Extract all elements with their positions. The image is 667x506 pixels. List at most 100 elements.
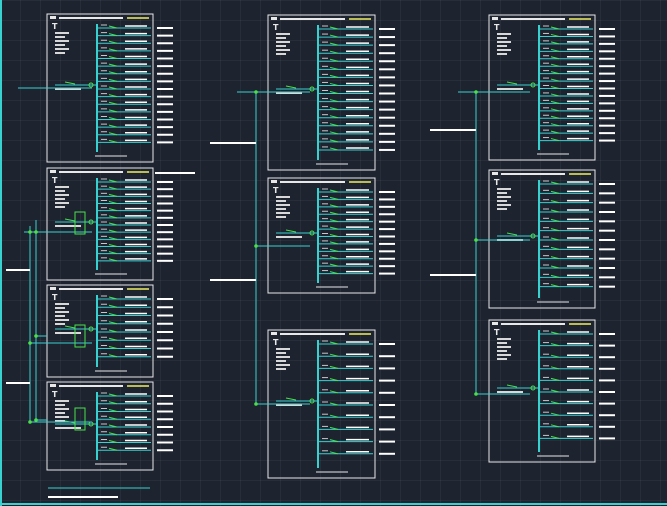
- panel-info-text: [276, 49, 290, 51]
- distribution-panel: T: [488, 14, 615, 161]
- feeder-breaker: [108, 56, 118, 59]
- feeder-breaker: [329, 211, 339, 215]
- main-breaker-contact: [88, 219, 94, 225]
- feeder-breaker: [329, 131, 339, 135]
- panel-info-text: [55, 44, 65, 46]
- panel-info-text: [497, 192, 507, 194]
- feeder-breaker: [108, 251, 118, 255]
- feeder-breaker: [550, 123, 560, 127]
- feeder-breaker: [329, 414, 339, 418]
- viewport-frame-bottom: [0, 503, 667, 505]
- feeder-breaker: [108, 440, 118, 443]
- feeder-breaker: [550, 86, 560, 89]
- panel-info-text: [497, 41, 511, 43]
- feeder-breaker: [329, 26, 339, 30]
- panel-info-text: [276, 37, 286, 39]
- feeder-breaker: [108, 94, 118, 98]
- feeder-breaker: [108, 117, 118, 120]
- feeder-breaker: [550, 424, 560, 428]
- feeder-breaker: [108, 416, 118, 420]
- switchgear-block: [74, 324, 86, 348]
- junction-node: [474, 90, 478, 94]
- panel-info-text: [55, 400, 69, 402]
- panel-header-mark: [271, 180, 277, 183]
- feeder-breaker: [550, 412, 560, 416]
- feeder-breaker: [108, 101, 118, 105]
- panel-info-text: [276, 45, 286, 47]
- feeder-breaker: [108, 186, 118, 190]
- panel-info-text: [55, 186, 69, 188]
- panel-info-text: [497, 350, 507, 352]
- feeder-breaker: [550, 63, 560, 67]
- feeder-breaker: [329, 115, 339, 119]
- panel-info-text: [55, 48, 69, 50]
- feeder-breaker: [329, 365, 339, 369]
- junction-node: [474, 392, 478, 396]
- panel-info-text: [497, 33, 511, 35]
- feeder-breaker: [108, 179, 118, 183]
- distribution-panel: T: [488, 169, 615, 309]
- main-breaker-contact: [530, 233, 536, 239]
- panel-info-text: [55, 36, 65, 38]
- main-breaker-contact: [309, 86, 315, 92]
- feeder-breaker: [329, 196, 339, 200]
- feeder-breaker: [108, 401, 118, 405]
- junction-node: [28, 341, 32, 345]
- feeder-breaker: [550, 71, 560, 75]
- feeder-breaker: [329, 219, 339, 223]
- feeder-breaker: [550, 401, 560, 405]
- feeder-breaker: [108, 296, 118, 300]
- feeder-breaker: [329, 378, 339, 382]
- feeder-breaker: [329, 271, 339, 275]
- panel-info-text: [55, 32, 69, 34]
- main-breaker: [64, 325, 76, 329]
- junction-node: [28, 420, 32, 424]
- distribution-panel: T: [46, 13, 173, 163]
- panel-border: [488, 169, 596, 309]
- feeder-breaker: [108, 229, 118, 233]
- viewport-frame-left: [0, 0, 2, 506]
- feeder-breaker: [550, 190, 560, 194]
- junction-node: [254, 244, 258, 248]
- main-breaker-contact: [88, 82, 94, 88]
- feeder-breaker: [329, 34, 339, 38]
- panel-mark-label: T: [494, 23, 500, 32]
- feeder-breaker: [108, 346, 118, 349]
- panel-info-text: [55, 303, 69, 305]
- feeder-breaker: [108, 313, 118, 316]
- feeder-breaker: [329, 107, 339, 111]
- feeder-breaker: [108, 409, 118, 412]
- panel-header-mark: [492, 322, 498, 325]
- panel-info-text: [497, 338, 511, 340]
- panel-info-text: [497, 49, 511, 51]
- panel-info-text: [55, 420, 65, 422]
- feeder-breaker: [329, 234, 339, 237]
- feeder-breaker: [550, 33, 560, 37]
- main-breaker: [285, 85, 297, 89]
- panel-info-text: [55, 194, 69, 196]
- panel-info-text: [497, 354, 511, 356]
- feeder-breaker: [550, 331, 560, 335]
- feeder-breaker: [329, 226, 339, 230]
- panel-border: [46, 167, 154, 281]
- feeder-breaker: [550, 246, 560, 250]
- main-breaker: [285, 397, 297, 401]
- feeder-breaker: [550, 265, 560, 269]
- feeder-breaker: [550, 343, 560, 347]
- panel-info-text: [276, 360, 286, 362]
- panel-info-text: [55, 319, 69, 321]
- feeder-breaker: [108, 71, 118, 75]
- feeder-breaker: [108, 222, 118, 226]
- panel-info-text: [276, 208, 286, 210]
- feeder-breaker: [550, 130, 560, 134]
- panel-header-mark: [271, 332, 277, 335]
- feeder-breaker: [550, 284, 560, 288]
- panel-info-text: [497, 200, 507, 202]
- feeder-breaker: [108, 304, 118, 308]
- panel-info-text: [276, 196, 290, 198]
- feeder-breaker: [329, 353, 339, 357]
- feeder-breaker: [108, 139, 118, 143]
- feeder-breaker: [108, 208, 118, 212]
